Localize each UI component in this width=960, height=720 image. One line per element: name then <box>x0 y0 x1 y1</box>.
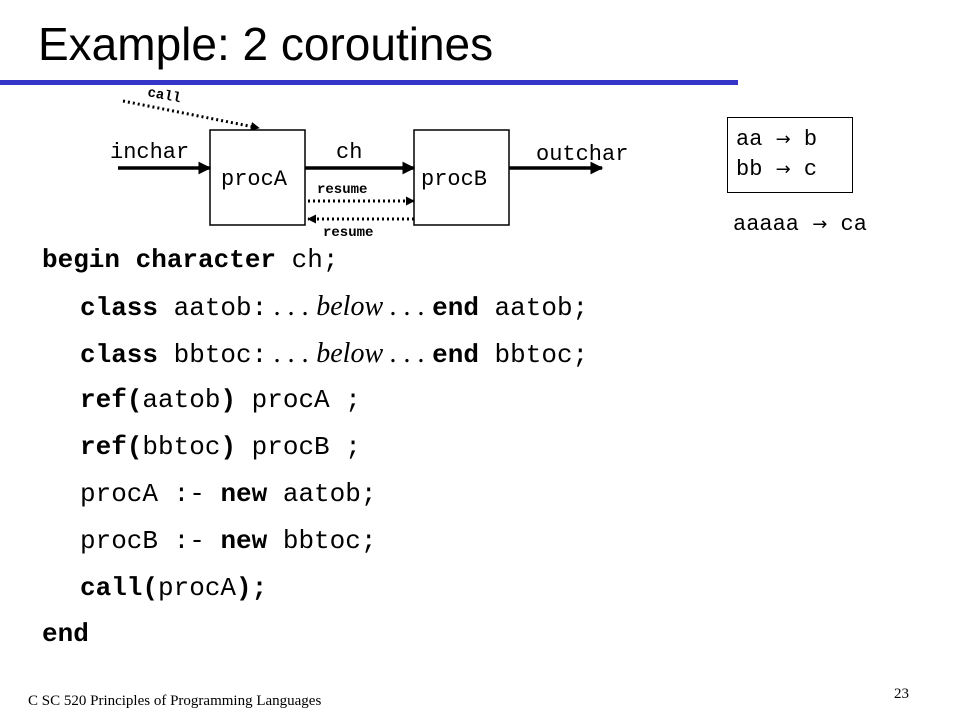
title-underline <box>0 80 738 85</box>
rule-bb-to-c: bb → c <box>736 157 818 182</box>
channel-label: ch <box>336 140 362 165</box>
rewrite-rules-box: aa → b bb → c <box>727 117 853 193</box>
code-line: procB :- new bbtoc; <box>80 525 377 556</box>
code-block: begin character ch; class aatob: . . . b… <box>42 237 588 658</box>
code-line: ref(aatob) procA ; <box>80 385 361 416</box>
output-label: outchar <box>536 142 628 167</box>
proc-b-box <box>413 129 510 226</box>
rule-aa-to-b: aa → b <box>736 127 818 152</box>
code-line: end <box>42 619 89 650</box>
resume-top-label: resume <box>317 182 367 198</box>
arrow-icon: → <box>775 129 791 150</box>
slide-title: Example: 2 coroutines <box>38 18 494 70</box>
proc-b-label: procB <box>421 167 487 192</box>
call-label: call <box>146 85 182 107</box>
arrow-icon: → <box>812 214 828 235</box>
resume-bottom-label: resume <box>323 225 373 241</box>
proc-a-label: procA <box>221 167 288 192</box>
slide-footer: C SC 520 Principles of Programming Langu… <box>28 693 322 709</box>
code-line: begin character ch; <box>42 245 339 275</box>
page-number: 23 <box>894 686 909 702</box>
code-line: procA :- new aatob; <box>80 478 377 509</box>
code-line: call(procA); <box>80 572 268 603</box>
code-line: class bbtoc: . . . below . . . end bbtoc… <box>80 337 589 370</box>
proc-a-box <box>209 129 306 226</box>
call-arrow <box>122 99 260 131</box>
arrow-icon: → <box>775 159 791 180</box>
example-transformation: aaaaa → ca <box>733 212 867 237</box>
code-line: class aatob: . . . below . . . end aatob… <box>80 290 589 323</box>
code-line: ref(bbtoc) procB ; <box>80 432 361 463</box>
input-label: inchar <box>110 140 189 165</box>
coroutine-diagram: call procA procB inchar ch outchar resum… <box>110 85 628 241</box>
